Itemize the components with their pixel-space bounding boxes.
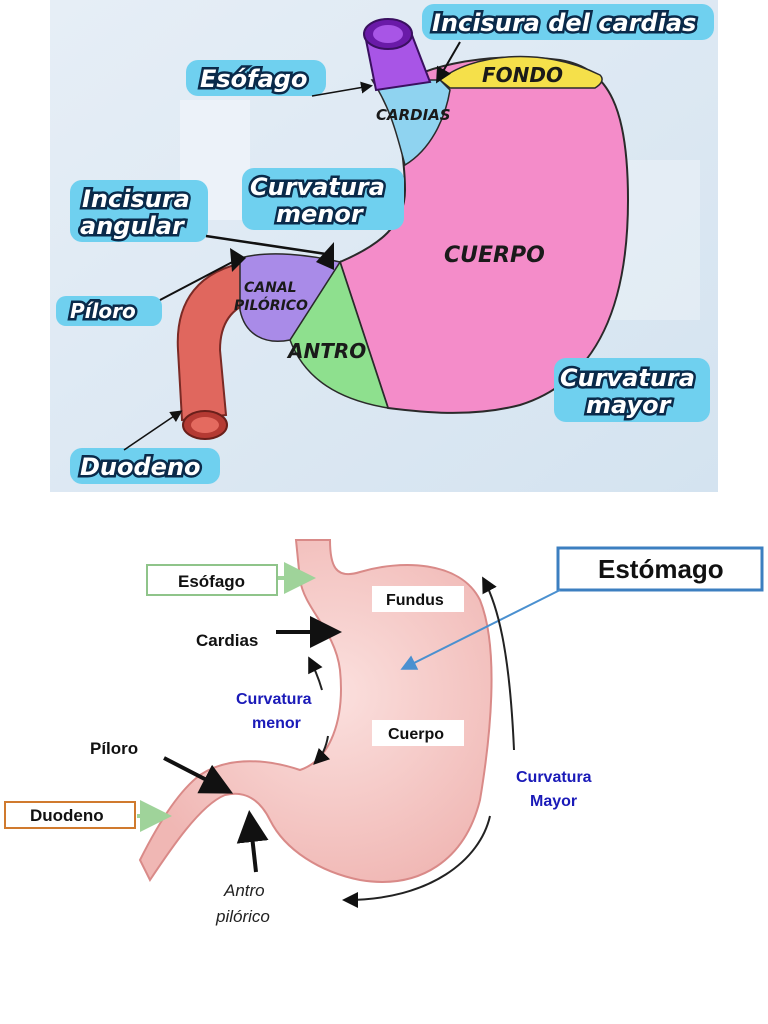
- pointer-piloro: [159, 257, 241, 301]
- pointer-duodeno: [123, 410, 183, 451]
- svg-text:Píloro: Píloro: [70, 299, 136, 323]
- svg-text:mayor: mayor: [586, 391, 673, 419]
- text-cuerpo: Cuerpo: [388, 726, 444, 743]
- bubble-incisura-angular: [70, 180, 208, 242]
- arrow-antro: [236, 810, 269, 873]
- text-fundus: Fundus: [386, 592, 444, 609]
- arc-curvatura-menor-top: [308, 656, 323, 691]
- bubble-piloro: [56, 296, 162, 326]
- svg-text:Incisura del cardias: Incisura del cardias: [432, 9, 696, 37]
- text-curvatura-menor-2: menor: [252, 715, 301, 732]
- text-esofago: Esófago: [178, 572, 245, 591]
- text-estomago: Estómago: [598, 554, 724, 584]
- text-curvatura-mayor-2: Mayor: [530, 793, 577, 810]
- text-piloro: Píloro: [90, 739, 138, 758]
- pointer-estomago: [400, 589, 561, 670]
- pyloric-canal-region: [239, 253, 342, 342]
- bubble-incisura-cardias: [422, 4, 714, 40]
- label-canal-2: PILÓRICO: [234, 296, 308, 314]
- text-duodeno: Duodeno: [30, 806, 104, 825]
- pointer-incisura-cardias: [435, 41, 461, 84]
- svg-text:angular: angular: [80, 212, 186, 240]
- label-antro: ANTRO: [286, 339, 366, 363]
- svg-text:Curvatura: Curvatura: [560, 364, 695, 392]
- box-cuerpo: [372, 720, 464, 746]
- pointer-esofago: [311, 81, 373, 97]
- label-cardias: CARDIAS: [376, 106, 451, 124]
- bubble-curvatura-menor: [242, 168, 404, 230]
- box-fundus: [372, 586, 464, 612]
- pointer-incisura-angular: [205, 234, 327, 256]
- svg-text:Esófago: Esófago: [200, 65, 307, 93]
- bubble-curvatura-mayor: [554, 358, 710, 422]
- cardias-region: [370, 79, 451, 167]
- arc-curvatura-menor-bottom: [313, 735, 331, 765]
- box-estomago: [556, 546, 764, 592]
- svg-text:menor: menor: [276, 200, 365, 228]
- text-antro-2: pilórico: [215, 907, 270, 926]
- label-fondo: FONDO: [482, 63, 563, 87]
- box-esofago: [146, 564, 278, 596]
- text-curvatura-menor-1: Curvatura: [236, 691, 312, 708]
- bottom-stomach-diagram: Esófago Fundus Estómago Cardias Curvatur…: [4, 539, 764, 926]
- bubble-esofago: [186, 60, 326, 96]
- svg-text:Duodeno: Duodeno: [80, 453, 201, 481]
- bubble-duodeno: [70, 448, 220, 484]
- bottom-stomach-shape: [138, 539, 493, 883]
- arrow-piloro: [163, 756, 234, 794]
- text-cardias: Cardias: [196, 631, 258, 650]
- top-stomach-diagram: FONDO CARDIAS CUERPO ANTRO CANAL PILÓRIC…: [50, 0, 718, 492]
- duodenum-shape: [176, 260, 260, 422]
- text-antro-1: Antro: [223, 881, 265, 900]
- antrum-region: [289, 260, 390, 409]
- svg-text:Incisura: Incisura: [82, 185, 190, 213]
- box-duodeno: [4, 801, 136, 829]
- pointer-angular-head-2: [316, 242, 334, 270]
- arc-curvatura-mayor-bottom: [342, 815, 491, 908]
- text-curvatura-mayor-1: Curvatura: [516, 769, 592, 786]
- svg-text:Curvatura: Curvatura: [250, 173, 385, 201]
- fundus-region: [438, 55, 603, 89]
- label-cuerpo: CUERPO: [444, 243, 545, 268]
- label-canal-1: CANAL: [244, 280, 297, 296]
- arc-curvatura-mayor-top: [482, 576, 515, 751]
